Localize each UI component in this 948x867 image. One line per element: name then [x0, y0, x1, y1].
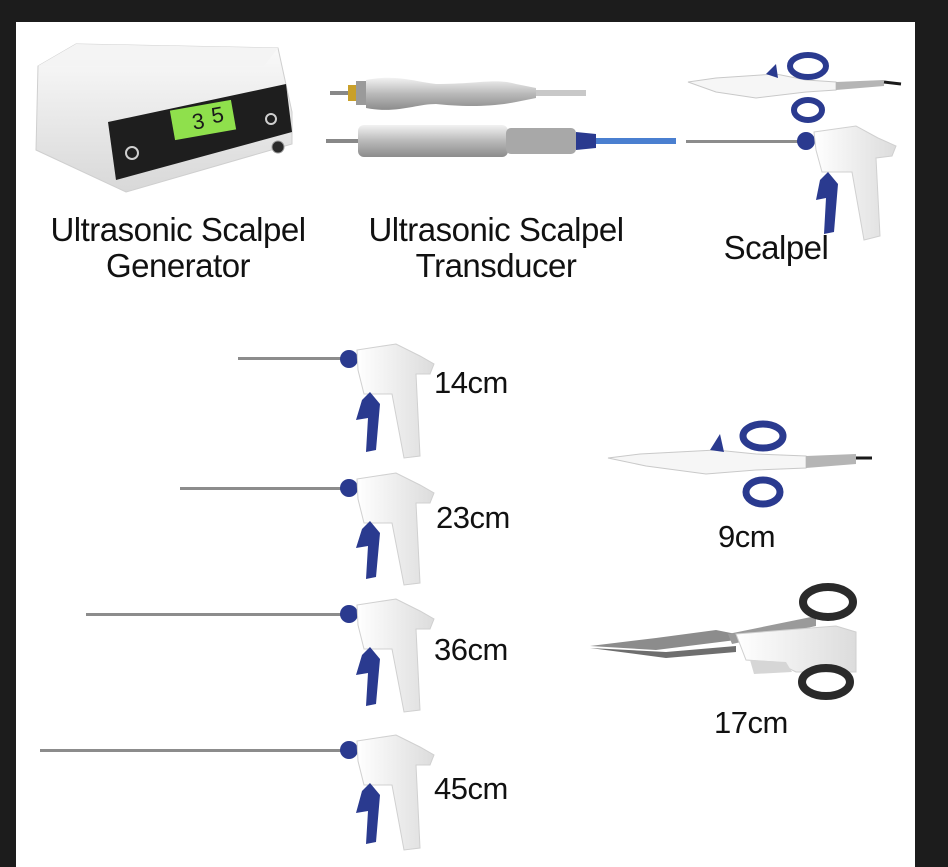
size-label-14cm: 14cm — [434, 365, 508, 400]
generator-label: Ultrasonic Scalpel Generator — [38, 212, 318, 284]
power-button-icon — [125, 146, 139, 160]
scalpel-handpiece-top — [687, 52, 902, 123]
instrument-17cm — [590, 583, 857, 700]
instrument-14cm — [238, 343, 435, 459]
product-panel: 3 5 — [16, 22, 915, 867]
generator-label-line2: Generator — [105, 247, 251, 284]
size-label-9cm: 9cm — [718, 519, 776, 554]
generator-label-line1: Ultrasonic Scalpel — [50, 211, 306, 248]
display-digit-right: 5 — [209, 102, 225, 129]
size-label-45cm: 45cm — [434, 771, 508, 806]
transducer-label: Ultrasonic Scalpel Transducer — [356, 212, 636, 284]
size-label-36cm: 36cm — [434, 632, 508, 667]
size-label-17cm: 17cm — [714, 705, 788, 740]
scalpel-label: Scalpel — [723, 229, 829, 266]
generator-device: 3 5 — [35, 43, 293, 193]
transducer-cable-assembly — [326, 125, 676, 157]
instrument-36cm — [86, 598, 435, 713]
transducer-label-line1: Ultrasonic Scalpel — [368, 211, 624, 248]
instrument-23cm — [180, 472, 435, 586]
transducer-label-line2: Transducer — [415, 247, 577, 284]
instrument-illustrations: 3 5 — [35, 43, 902, 851]
size-label-23cm: 23cm — [436, 500, 510, 535]
instrument-9cm — [607, 420, 872, 508]
display-digit-left: 3 — [190, 108, 206, 135]
transducer-handpiece — [330, 77, 586, 110]
green-display — [169, 99, 237, 141]
scalpel-gun-top — [686, 125, 897, 241]
instrument-45cm — [40, 734, 435, 851]
